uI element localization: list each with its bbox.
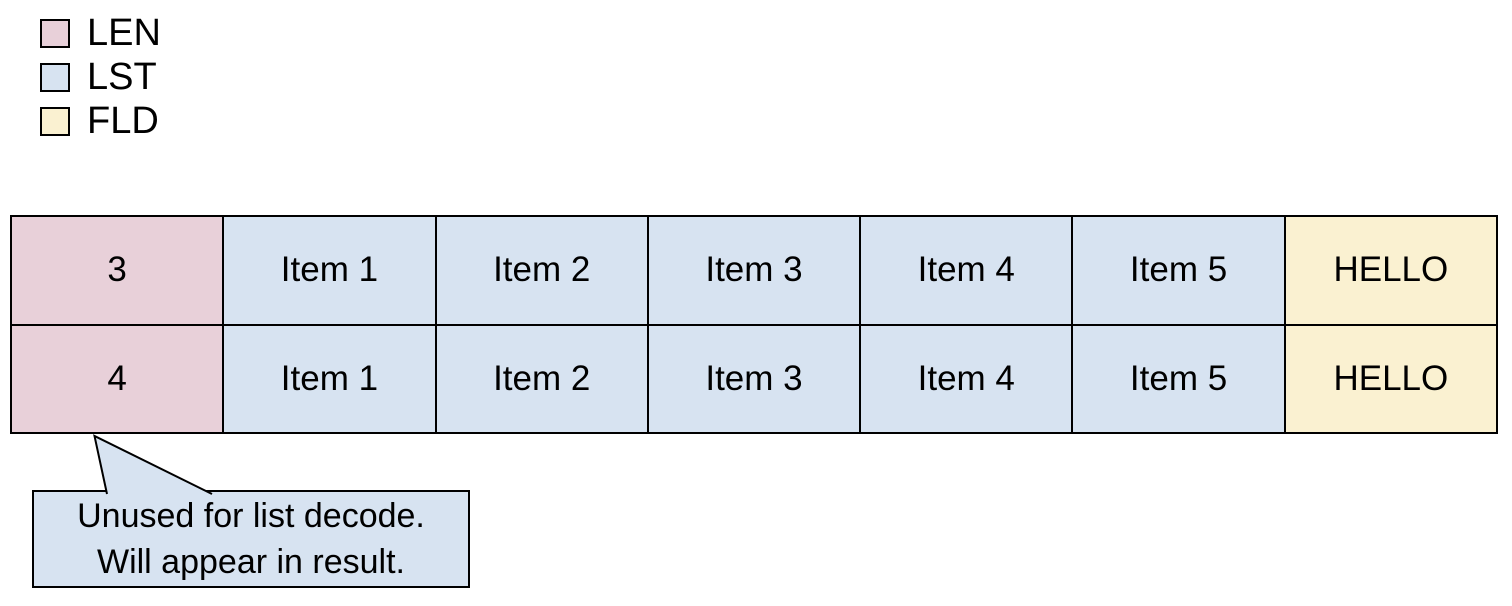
lst-color-swatch	[40, 63, 70, 92]
callout-text-line1: Unused for list decode.	[77, 497, 425, 535]
item-cell: Item 1	[224, 325, 435, 432]
item-cell: Item 2	[436, 325, 647, 432]
legend-label-lst: LST	[87, 56, 157, 98]
fld-cell: HELLO	[1285, 217, 1496, 324]
len-color-swatch	[40, 19, 70, 48]
legend: LEN LST FLD	[40, 12, 161, 151]
item-cell: Item 3	[648, 217, 860, 324]
callout: Unused for list decode. Will appear in r…	[32, 490, 470, 588]
item-cell: Item 3	[648, 325, 860, 432]
item-cell: Item 4	[861, 325, 1072, 432]
legend-label-fld: FLD	[87, 100, 159, 142]
item-cell: Item 4	[861, 217, 1072, 324]
callout-text-line2: Will appear in result.	[96, 543, 405, 581]
item-cell: Item 2	[436, 217, 647, 324]
legend-label-len: LEN	[87, 12, 161, 54]
callout-pointer-shape	[93, 434, 213, 495]
legend-item-fld: FLD	[40, 100, 161, 142]
encoding-table: 3 Item 1 Item 2 Item 3 Item 4 Item 5 HEL…	[10, 215, 1498, 434]
fld-color-swatch	[40, 107, 70, 136]
legend-item-len: LEN	[40, 12, 161, 54]
legend-item-lst: LST	[40, 56, 161, 98]
item-cell: Item 5	[1073, 217, 1284, 324]
item-cell: Item 1	[224, 217, 435, 324]
item-cell: Item 5	[1073, 325, 1284, 432]
fld-cell: HELLO	[1285, 325, 1496, 432]
len-cell: 4	[12, 325, 223, 432]
len-cell: 3	[12, 217, 223, 324]
